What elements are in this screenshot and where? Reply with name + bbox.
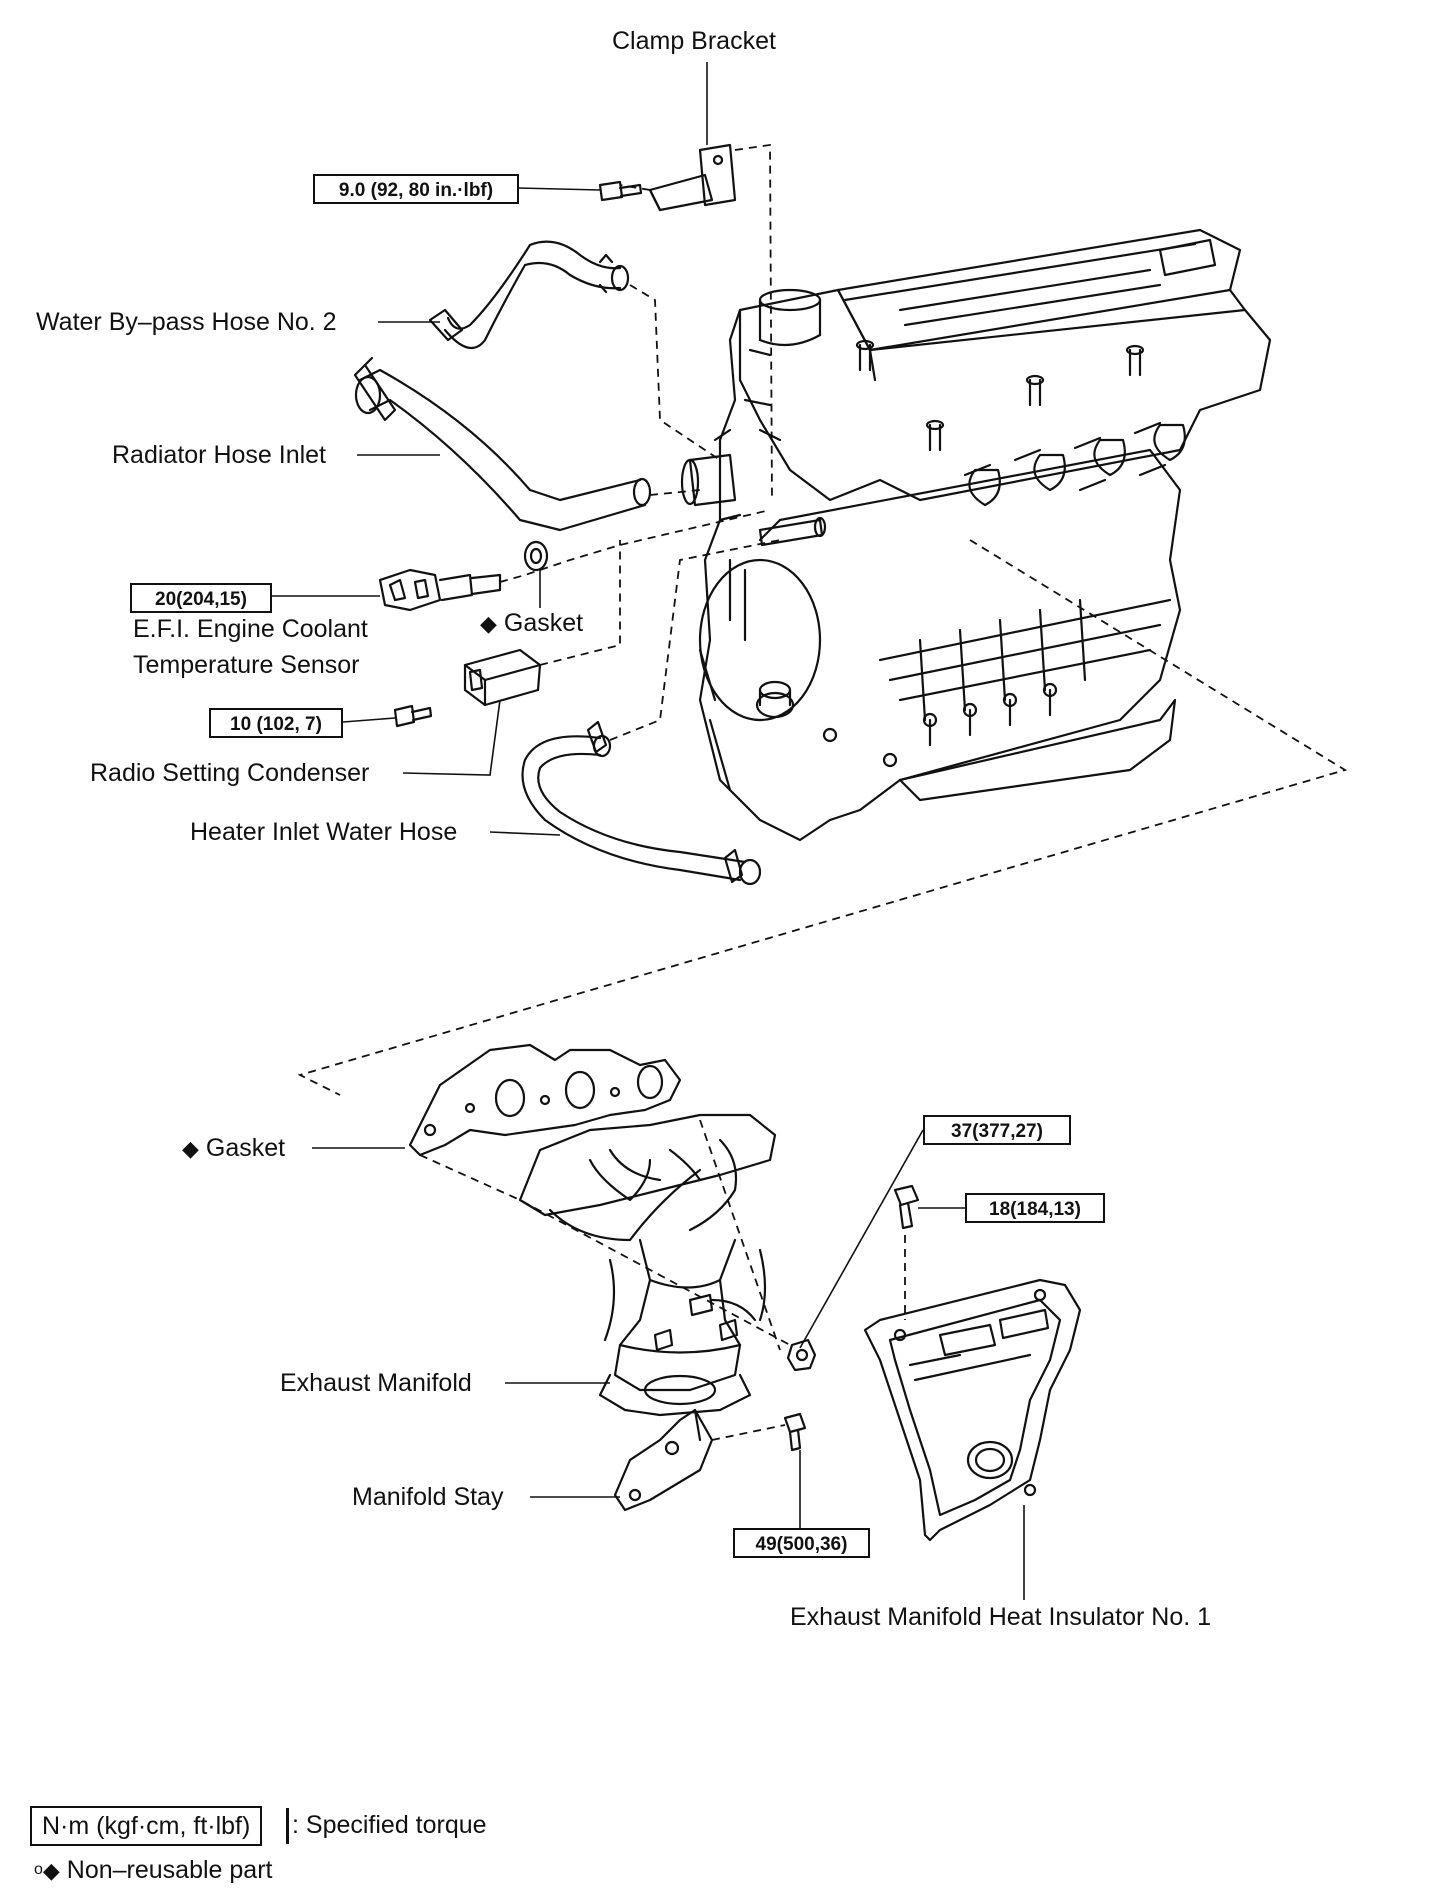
clamp-bracket-part xyxy=(648,143,737,212)
label-gasket-lower: ◆ Gasket xyxy=(182,1133,285,1164)
radio-setting-condenser-part xyxy=(463,648,542,707)
exhaust-gasket-part xyxy=(408,1043,682,1157)
label-efi-sensor-line1: E.F.I. Engine Coolant xyxy=(133,615,368,643)
label-heat-insulator: Exhaust Manifold Heat Insulator No. 1 xyxy=(790,1603,1212,1631)
exhaust-manifold-part xyxy=(518,1113,777,1417)
gasket-upper-text: Gasket xyxy=(503,609,584,637)
torque-coolant-sensor: 20(204,15) xyxy=(130,583,272,613)
coolant-temp-sensor-part xyxy=(378,568,502,612)
gasket-lower-text: Gasket xyxy=(205,1134,286,1162)
heater-inlet-water-hose-part xyxy=(521,720,762,886)
legend-nonreusable-desc: Non–reusable part xyxy=(66,1856,273,1884)
leader-lines xyxy=(272,62,1025,1600)
legend-torque-box: N·m (kgf·cm, ft·lbf) xyxy=(30,1806,263,1846)
torque-stay-bolt: 49(500,36) xyxy=(733,1528,870,1558)
legend-nonreusable: o◆ Non–reusable part xyxy=(34,1855,272,1886)
manifold-stay-part xyxy=(613,1408,714,1512)
condenser-bolt xyxy=(393,704,433,728)
label-radio-setting-condenser: Radio Setting Condenser xyxy=(90,759,370,787)
label-water-bypass-hose: Water By–pass Hose No. 2 xyxy=(36,308,337,336)
legend-torque-desc: : Specified torque xyxy=(292,1811,487,1839)
radiator-hose-inlet-part xyxy=(353,356,652,532)
nonreusable-marker-lower: ◆ xyxy=(182,1136,199,1161)
label-manifold-stay: Manifold Stay xyxy=(352,1483,504,1511)
label-heater-inlet-water-hose: Heater Inlet Water Hose xyxy=(190,818,458,846)
insulator-bolt-part xyxy=(893,1184,920,1230)
torque-manifold-nut: 37(377,27) xyxy=(923,1115,1071,1145)
torque-condenser-bolt: 10 (102, 7) xyxy=(209,708,343,738)
nonreusable-marker-upper: ◆ xyxy=(480,611,497,636)
stay-bolt-part xyxy=(783,1412,807,1452)
label-gasket-upper: ◆ Gasket xyxy=(480,608,583,639)
label-exhaust-manifold: Exhaust Manifold xyxy=(280,1369,472,1397)
gasket-upper-part xyxy=(523,540,549,572)
label-radiator-hose-inlet: Radiator Hose Inlet xyxy=(112,441,327,469)
water-bypass-hose-part xyxy=(428,240,630,350)
legend-o-mark: o xyxy=(34,1861,43,1878)
torque-clamp-bracket-bolt: 9.0 (92, 80 in.·lbf) xyxy=(313,174,519,204)
assembly-guide-lines xyxy=(297,143,1348,1441)
engine-block xyxy=(680,228,1272,842)
torque-insulator-bolt: 18(184,13) xyxy=(965,1193,1105,1223)
heat-insulator-part xyxy=(863,1278,1082,1542)
label-clamp-bracket: Clamp Bracket xyxy=(612,27,776,55)
label-efi-sensor-line2: Temperature Sensor xyxy=(133,651,360,679)
legend-torque-bar xyxy=(286,1808,289,1844)
legend-nonreusable-symbol: ◆ xyxy=(42,1858,60,1883)
manifold-nut-part xyxy=(786,1338,817,1372)
